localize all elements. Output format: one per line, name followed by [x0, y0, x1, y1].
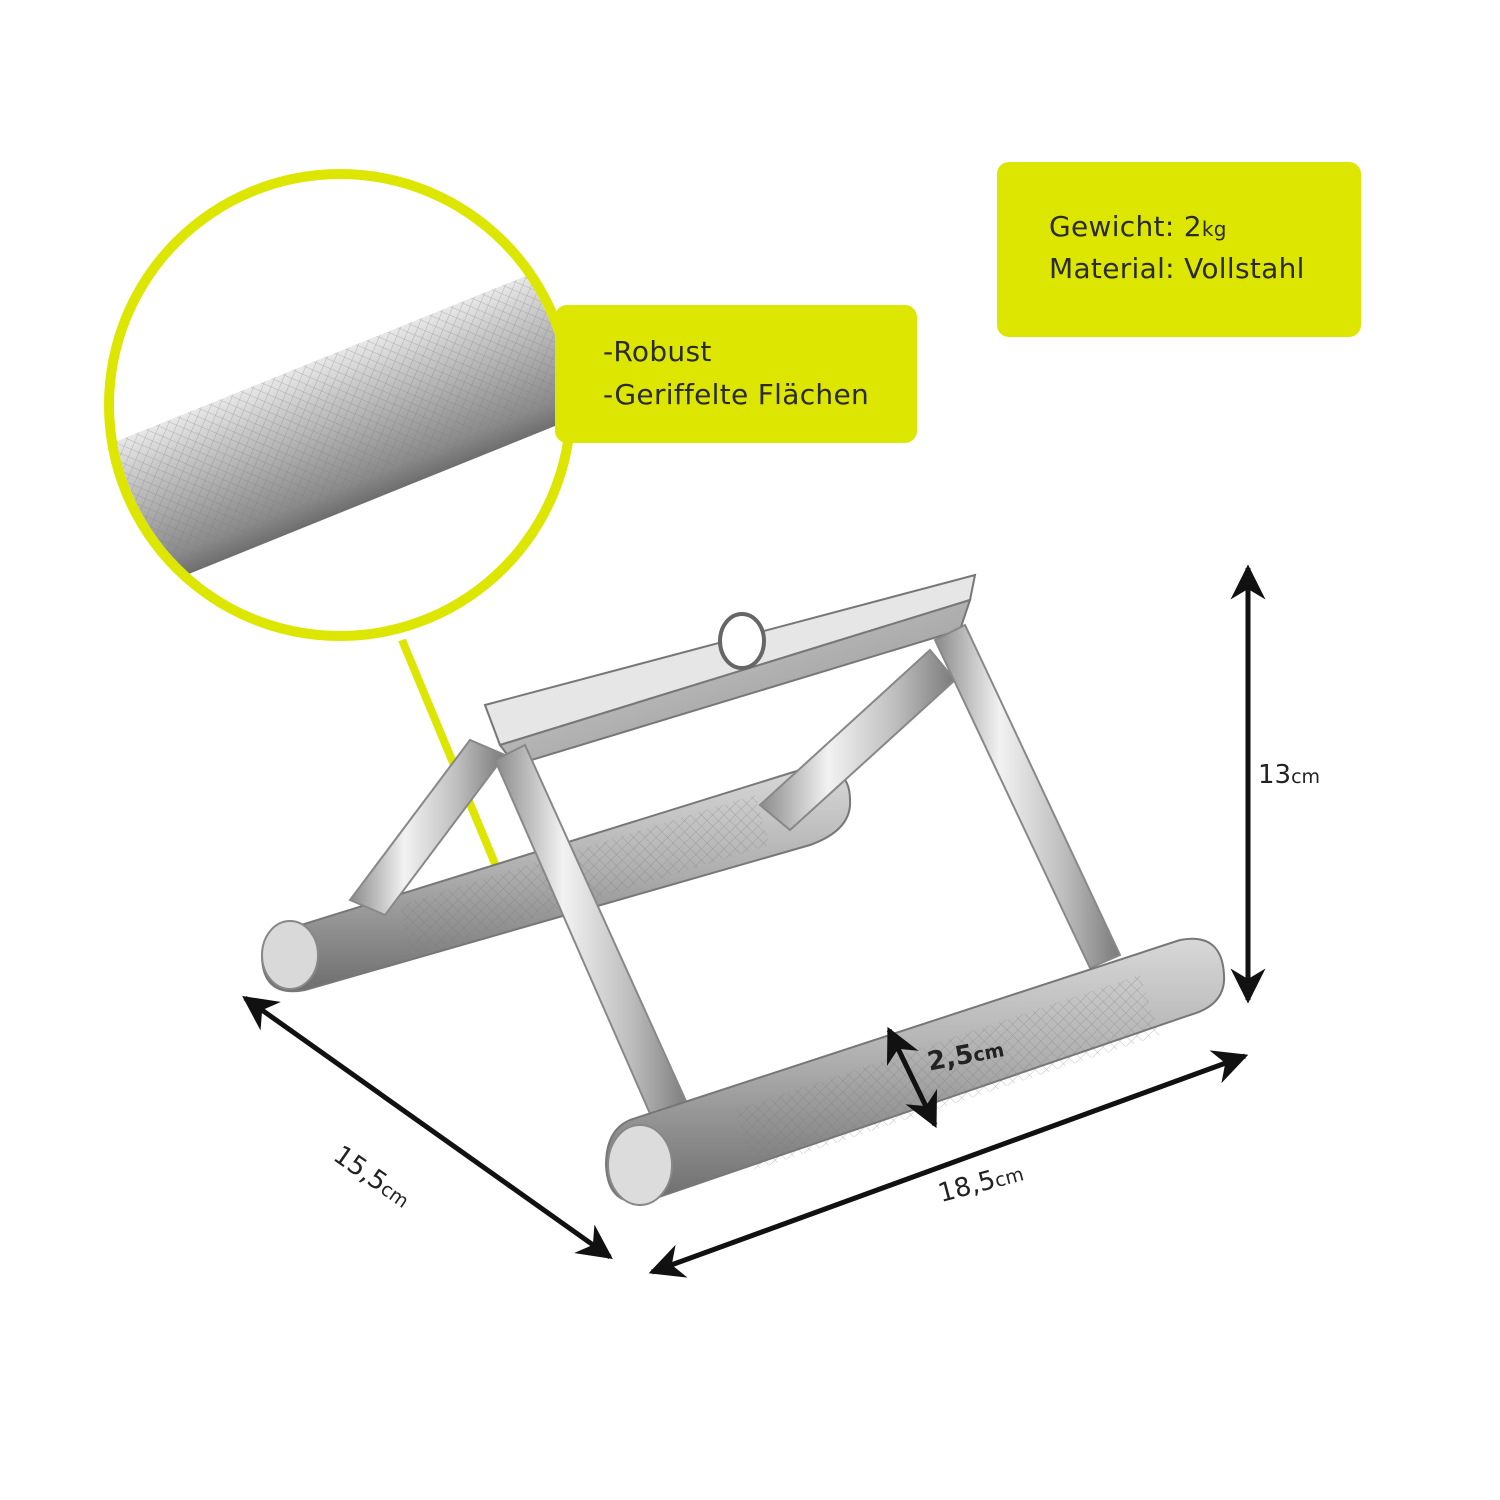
height-unit: cm	[1291, 766, 1321, 788]
feature-knurled: -Geriffelte Flächen	[603, 378, 870, 411]
width-unit: cm	[992, 1163, 1027, 1193]
feature-robust: -Robust	[603, 335, 712, 368]
spec-box: Gewicht: 2kg Material: Vollstahl	[997, 162, 1361, 337]
depth-arrow	[242, 995, 613, 1260]
weight-label: Gewicht: 2	[1049, 210, 1202, 243]
plate-hole	[718, 612, 766, 670]
spec-material: Material: Vollstahl	[1049, 252, 1305, 285]
weight-unit: kg	[1201, 217, 1227, 241]
height-label: 13cm	[1258, 760, 1320, 790]
top-plate	[483, 573, 977, 767]
grip-arrow	[886, 1026, 938, 1129]
width-arrow	[648, 1050, 1249, 1278]
front-bar	[604, 937, 1226, 1206]
height-value: 13	[1258, 760, 1292, 790]
feature-box: -Robust -Geriffelte Flächen	[555, 305, 917, 443]
zoom-callout	[104, 169, 576, 912]
spec-weight: Gewicht: 2kg	[1049, 210, 1227, 243]
grip-unit: cm	[971, 1039, 1007, 1067]
front-right-strut	[933, 623, 1122, 970]
rope-handle	[260, 573, 1226, 1206]
front-left-strut	[493, 743, 692, 1127]
